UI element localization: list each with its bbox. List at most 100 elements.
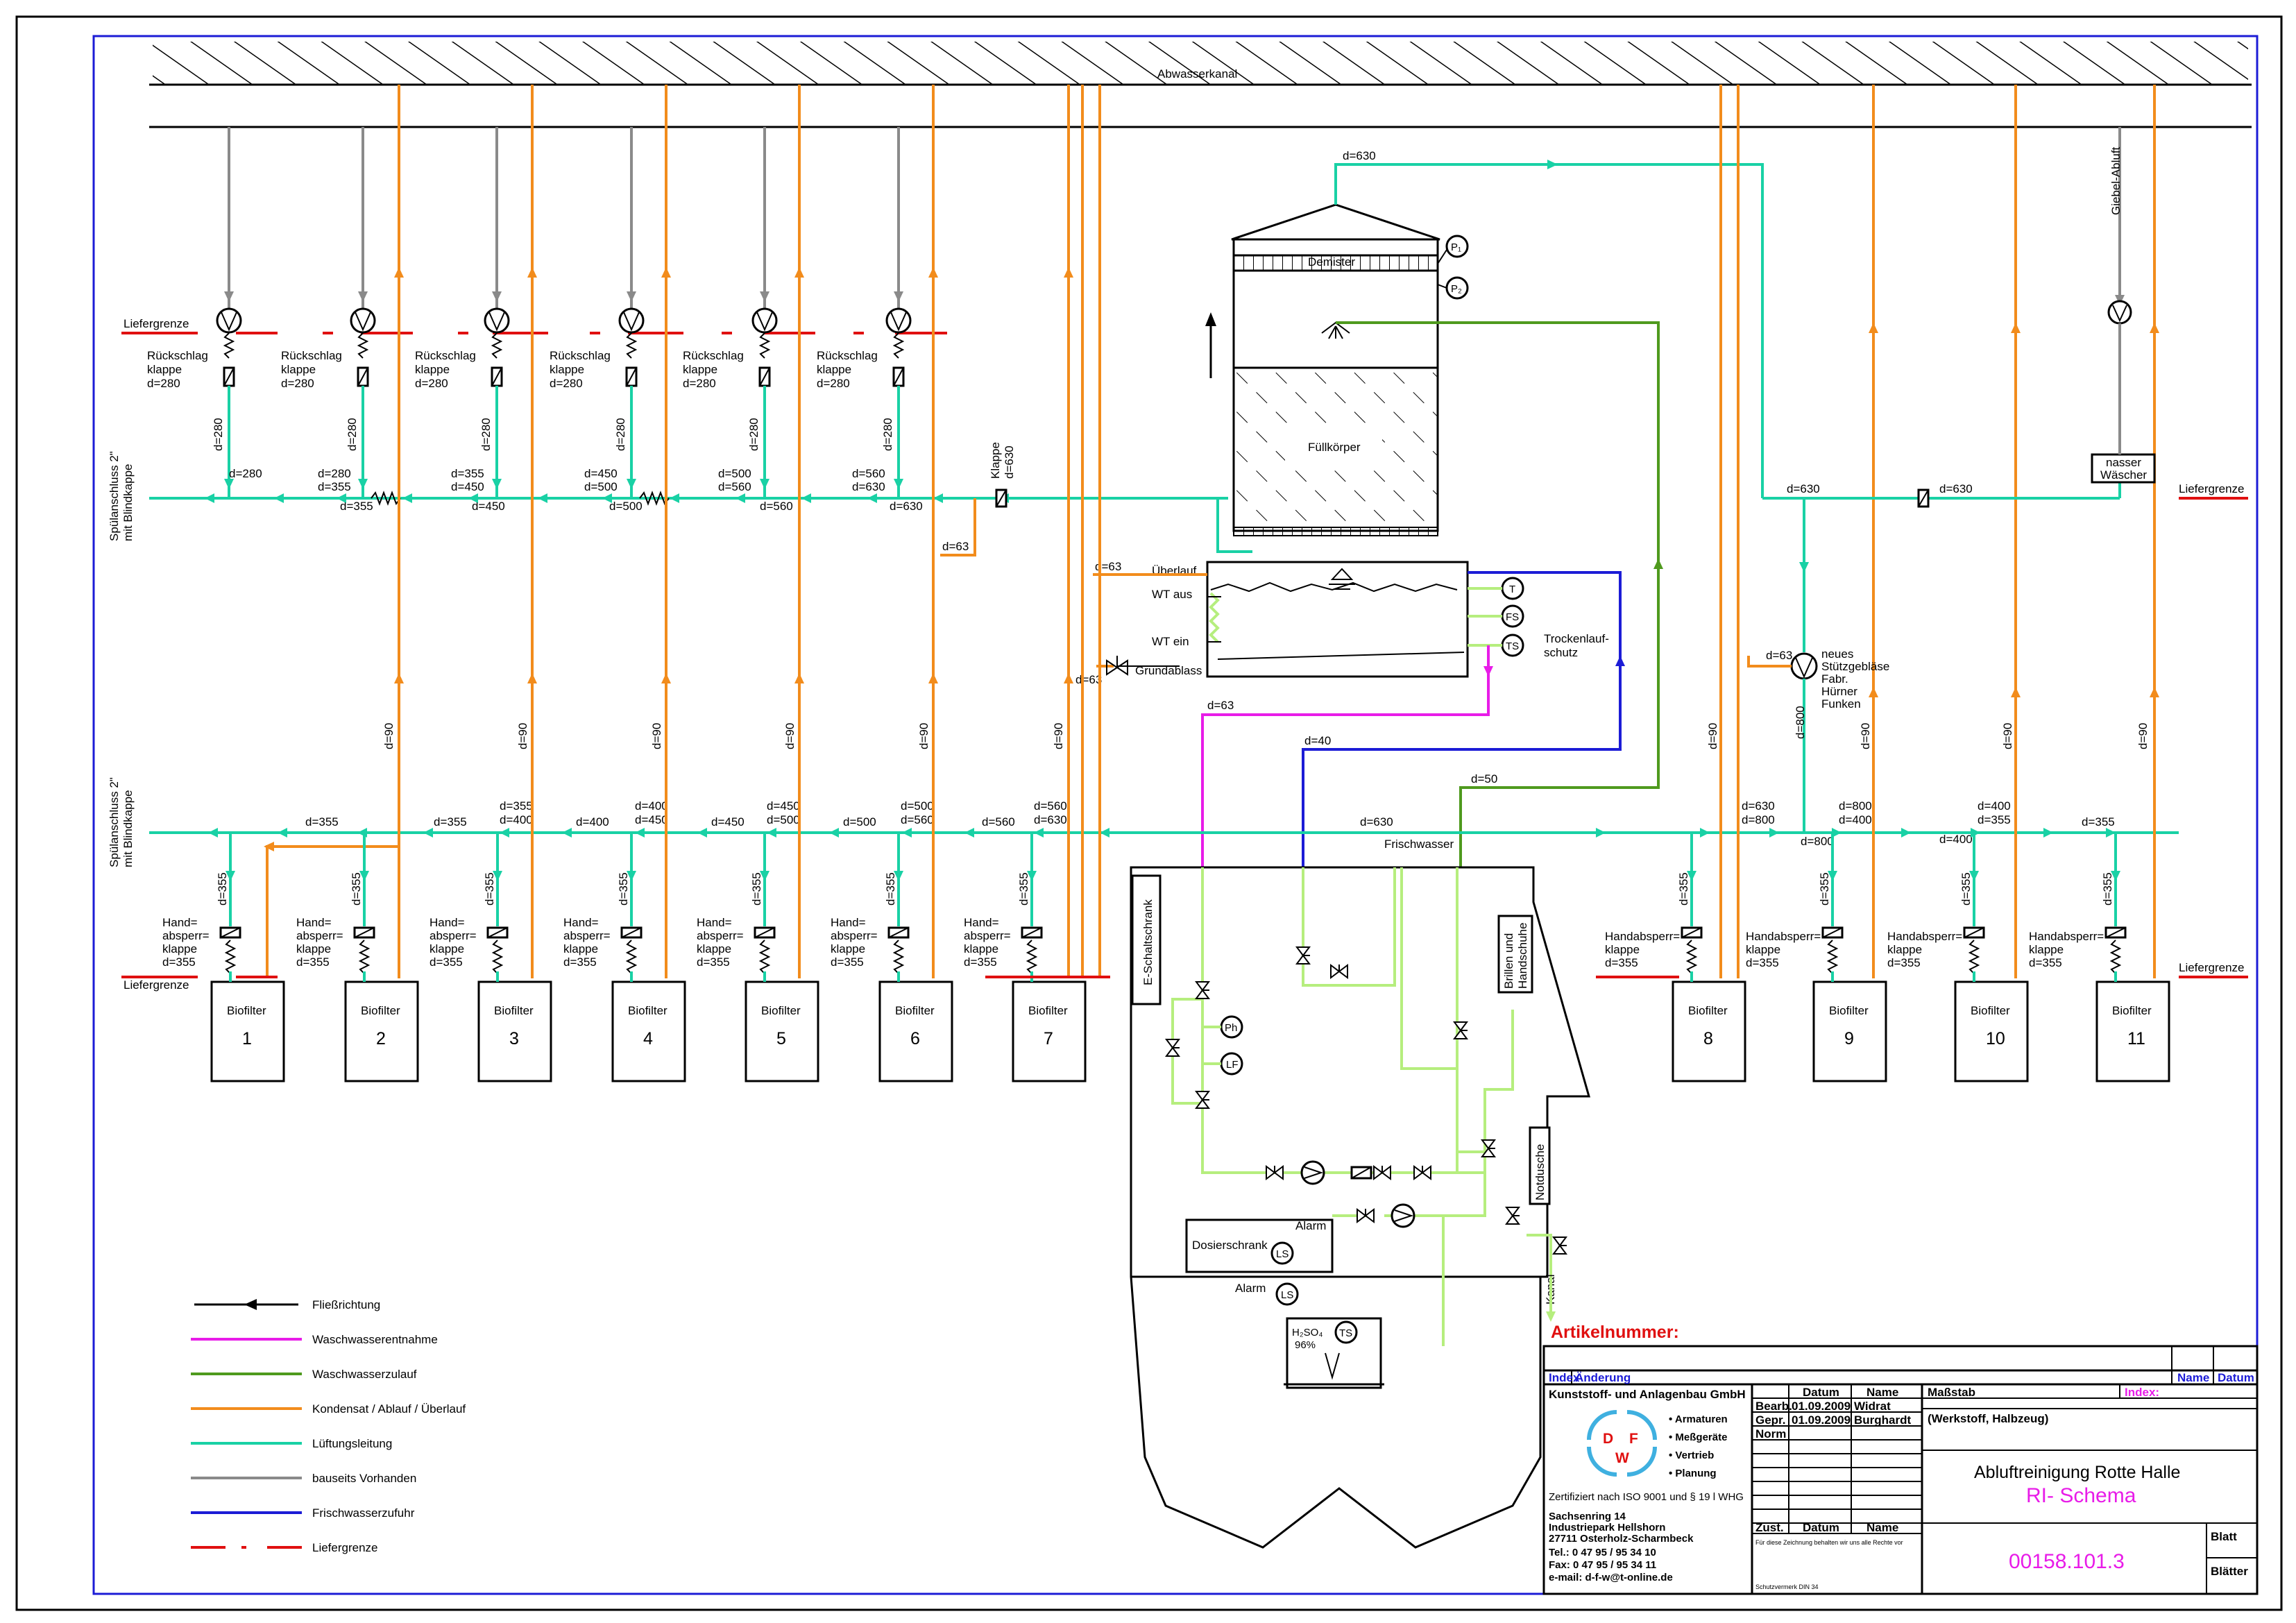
drawing-subtitle: RI- Schema xyxy=(2026,1484,2136,1507)
gepr-label: Gepr. xyxy=(1755,1413,1785,1427)
condensate-size-label: d=90 xyxy=(1706,723,1719,749)
boundary-label-right: Liefergrenze xyxy=(2179,482,2245,495)
biofilter-box xyxy=(745,980,819,1082)
biofilter-label: Biofilter xyxy=(628,1004,667,1017)
boundary-label-right-lower: Liefergrenze xyxy=(2179,961,2245,974)
condensate-size-label: d=90 xyxy=(1052,723,1065,749)
branch-size-label: d=280 xyxy=(614,418,627,451)
biofilter-number: 8 xyxy=(1703,1029,1713,1048)
article-number-label: Artikelnummer: xyxy=(1551,1323,1679,1342)
drain-d63: d=63 xyxy=(1075,673,1102,686)
alarm-label-1: Alarm xyxy=(1295,1219,1326,1232)
duct-size-label: d=560 xyxy=(718,480,751,493)
lf-sensor: LF xyxy=(1226,1059,1239,1071)
svg-text:• Armaturen• Meßgeräte• Vertri: • Armaturen• Meßgeräte• Vertrieb• Planun… xyxy=(1669,1413,1728,1479)
biofilter-box xyxy=(1672,980,1746,1082)
drawing-number: 00158.101.3 xyxy=(2009,1550,2125,1573)
lower-size-label: d=450 xyxy=(767,799,800,813)
lower-size-label: d=500 xyxy=(901,799,934,813)
main-duct-size-label: d=450 xyxy=(472,500,505,513)
hand-valve-pipe-label: d=355 xyxy=(884,872,897,906)
biofilter-label: Biofilter xyxy=(1971,1004,2010,1017)
condensate-size-label: d=90 xyxy=(2136,723,2150,749)
duct-size-label: d=560 xyxy=(852,467,885,480)
packing-label: Füllkörper xyxy=(1308,441,1361,454)
branch-size-label: d=280 xyxy=(747,418,760,451)
condensate-size-label: d=90 xyxy=(650,723,663,749)
top-duct-label: d=630 xyxy=(1343,149,1376,162)
main-duct-size-label: d=560 xyxy=(760,500,793,513)
biofilter-number: 11 xyxy=(2127,1029,2145,1048)
norm-label: Norm xyxy=(1755,1427,1786,1441)
upper-duct-row: Spülanschluss 2"mit Blindkappe xyxy=(108,451,1228,541)
legend-label: Lüftungsleitung xyxy=(312,1437,392,1450)
lower-size-label: d=500 xyxy=(767,813,800,826)
biofilter-box xyxy=(477,980,552,1082)
duct-size-label: d=500 xyxy=(584,480,618,493)
duct-size-label: d=450 xyxy=(451,480,484,493)
duct-size-label: d=450 xyxy=(584,467,618,480)
branch-size-label: d=280 xyxy=(212,418,225,451)
legend-label: Waschwasserzulauf xyxy=(312,1368,417,1381)
index-header: Index xyxy=(1549,1371,1580,1384)
right-duct-label-2: d=630 xyxy=(1939,482,1973,495)
logo-d: D xyxy=(1603,1431,1613,1447)
lower-size-label: d=800 xyxy=(1742,813,1775,826)
gable-exhaust-label: Giebel-Abluft xyxy=(2109,146,2123,215)
biofilter-label: Biofilter xyxy=(2112,1004,2152,1017)
fax: Fax: 0 47 95 / 95 34 11 xyxy=(1549,1559,1656,1571)
lower-size-label: d=800 xyxy=(1839,799,1872,813)
legend-label: Kondensat / Ablauf / Überlauf xyxy=(312,1402,466,1416)
scale-label: Maßstab xyxy=(1928,1386,1975,1399)
lower-size-label: d=560 xyxy=(901,813,934,826)
lower-size-label: d=400 xyxy=(500,813,533,826)
temp-sensor: T xyxy=(1509,584,1515,595)
biofilter-label: Biofilter xyxy=(1688,1004,1728,1017)
hand-valve-pipe-label: d=355 xyxy=(2101,872,2114,906)
legend-label: Frischwasserzufuhr xyxy=(312,1506,415,1520)
biofilter-label: Biofilter xyxy=(1829,1004,1869,1017)
company-name: Kunststoff- und Anlagenbau GmbH xyxy=(1549,1388,1746,1401)
legend-label: bauseits Vorhanden xyxy=(312,1472,416,1485)
fan-d63-label: d=63 xyxy=(1766,649,1792,662)
biofilter-box xyxy=(1954,980,2029,1082)
hand-valve-pipe-label: d=355 xyxy=(216,872,229,906)
lower-size-label: d=355 xyxy=(1978,813,2011,826)
biofilter-box xyxy=(1012,980,1087,1082)
dry-run-label-2: schutz xyxy=(1544,646,1578,659)
biofilter-box xyxy=(1812,980,1887,1082)
biofilter-number: 9 xyxy=(1844,1029,1854,1048)
lower-main-size-label: d=500 xyxy=(843,815,876,829)
lower-main-size-label: d=400 xyxy=(576,815,609,829)
legend-label: Fließrichtung xyxy=(312,1298,380,1311)
datum-col: Datum xyxy=(1803,1386,1839,1399)
biofilter-label: Biofilter xyxy=(227,1004,266,1017)
wt-out-label: WT aus xyxy=(1152,588,1192,601)
zust-datum: Datum xyxy=(1803,1521,1839,1534)
ls-sensor-2: LS xyxy=(1281,1289,1293,1301)
lower-main-size-label: d=355 xyxy=(305,815,339,829)
d50-label: d=50 xyxy=(1471,772,1497,785)
fan-label-4: Hürner xyxy=(1821,685,1857,698)
inner-frame xyxy=(92,35,2259,1595)
lower-size-label: d=400 xyxy=(1978,799,2011,813)
biofilter-label: Biofilter xyxy=(895,1004,935,1017)
